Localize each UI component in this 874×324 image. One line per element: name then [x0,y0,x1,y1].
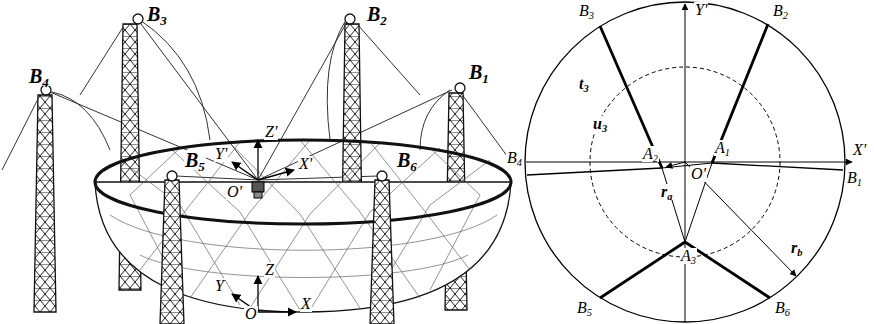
coordinate-label: O [244,306,258,322]
point-label: B5 [576,300,593,316]
coordinate-label: O' [690,166,707,182]
vector-label: rb [790,240,803,256]
coordinate-axes [232,140,296,312]
reflector-dish [95,140,511,312]
tower-label: B1 [468,62,490,82]
coordinate-label: X' [298,156,313,172]
point-label: A2 [642,146,659,162]
point-label: B4 [506,150,523,166]
feed-cabin [252,182,264,198]
tower-label: B2 [366,4,388,24]
point-label: B1 [846,170,863,186]
coordinate-label: O' [226,184,243,200]
coordinate-label: Y' [694,2,708,18]
point-label: B6 [774,300,791,316]
vector-label: t3 [578,76,590,92]
coordinate-label: Z' [264,124,278,140]
tower-label: B3 [146,4,168,24]
coordinate-label: Z [264,262,275,278]
tower-label: B4 [28,66,50,86]
tower-label: B6 [396,150,418,170]
coordinate-label: Y [214,278,225,294]
point-label: B3 [578,3,595,19]
tower-label: B5 [184,150,206,170]
coordinate-label: Y' [214,146,228,162]
coordinate-label: X [300,296,312,312]
vector-label: ra [660,184,673,200]
plan-view [525,2,852,322]
towers-front [160,171,394,324]
coordinate-label: X' [852,142,867,158]
point-label: B2 [772,3,789,19]
point-label: A3 [680,248,697,264]
vector-label: u3 [592,116,608,132]
point-label: A1 [714,140,731,156]
